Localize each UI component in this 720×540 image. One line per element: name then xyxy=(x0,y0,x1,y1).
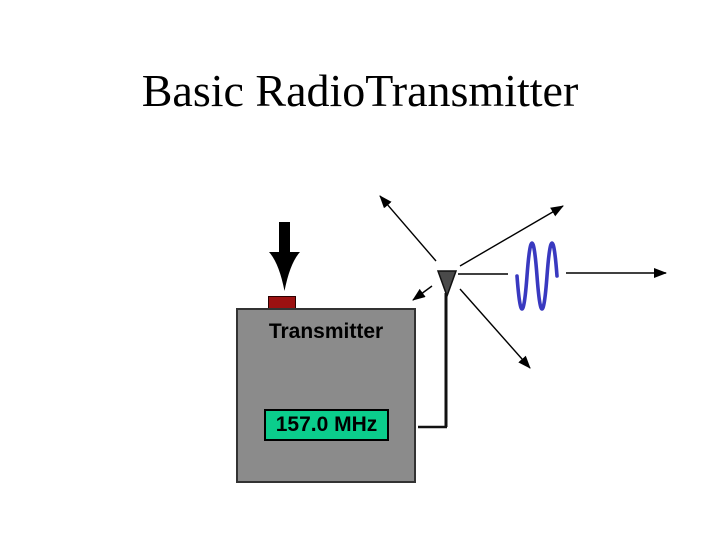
down-arrow-icon xyxy=(269,222,300,291)
frequency-display: 157.0 MHz xyxy=(264,409,389,441)
radiation-arrow-up-left xyxy=(379,195,437,262)
slide-title: Basic RadioTransmitter xyxy=(141,65,579,116)
transmitter-label: Transmitter xyxy=(268,320,384,343)
antenna-icon xyxy=(436,270,458,299)
transmitter-box: Transmitter 157.0 MHz xyxy=(236,308,416,483)
radiation-arrow-down-left xyxy=(412,285,433,301)
radiation-arrow-down-right xyxy=(459,288,531,369)
radiation-arrow-up-right xyxy=(459,205,564,267)
sine-wave-icon xyxy=(515,241,559,311)
